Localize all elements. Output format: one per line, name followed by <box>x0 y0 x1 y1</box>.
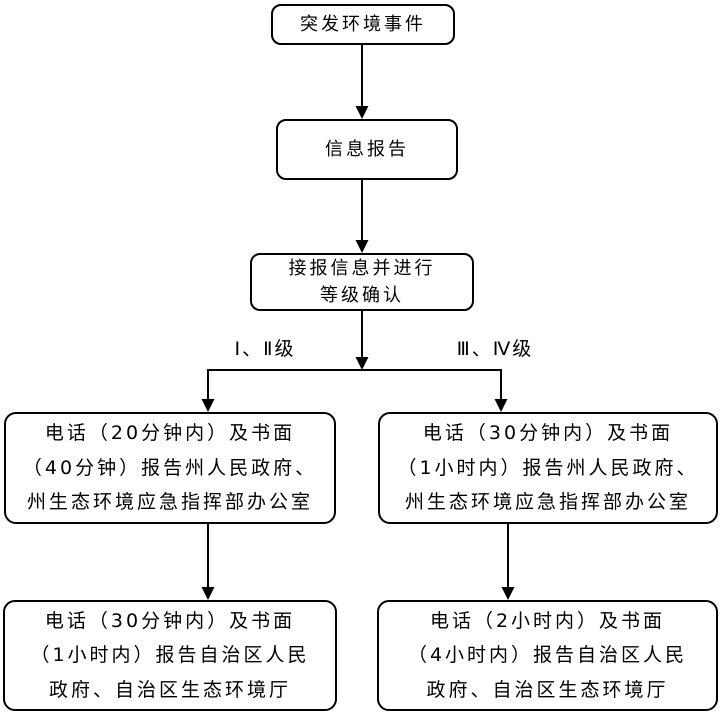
node-report-region-level-1-2: 电话（30分钟内）及书面 （1小时内）报告自治区人民 政府、自治区生态环境厅 <box>3 600 337 711</box>
node-level-confirm: 接报信息并进行 等级确认 <box>250 253 474 311</box>
arrow-state-l12-to-region-l12 <box>201 524 215 600</box>
node-info-report: 信息报告 <box>276 119 458 180</box>
arrow-split-to-state-l12 <box>201 369 215 412</box>
branch-label-level-1-2: Ⅰ、Ⅱ级 <box>234 338 296 360</box>
node-report-state-level-1-2: 电话（20分钟内）及书面 （40分钟）报告州人民政府、 州生态环境应急指挥部办公… <box>4 412 336 524</box>
arrow-incident-to-info-report <box>355 45 369 119</box>
branch-label-level-3-4: Ⅲ、Ⅳ级 <box>456 338 534 360</box>
node-report-state-level-3-4: 电话（30分钟内）及书面 （1小时内）报告州人民政府、 州生态环境应急指挥部办公… <box>378 412 718 524</box>
arrow-split-to-state-l34 <box>494 369 508 412</box>
arrow-level-confirm-to-split <box>355 311 369 370</box>
node-incident: 突发环境事件 <box>271 4 455 45</box>
node-report-region-level-3-4: 电话（2小时内）及书面 （4小时内）报告自治区人民 政府、自治区生态环境厅 <box>377 600 718 711</box>
arrow-state-l34-to-region-l34 <box>501 524 515 600</box>
arrow-info-report-to-level-confirm <box>355 180 369 253</box>
